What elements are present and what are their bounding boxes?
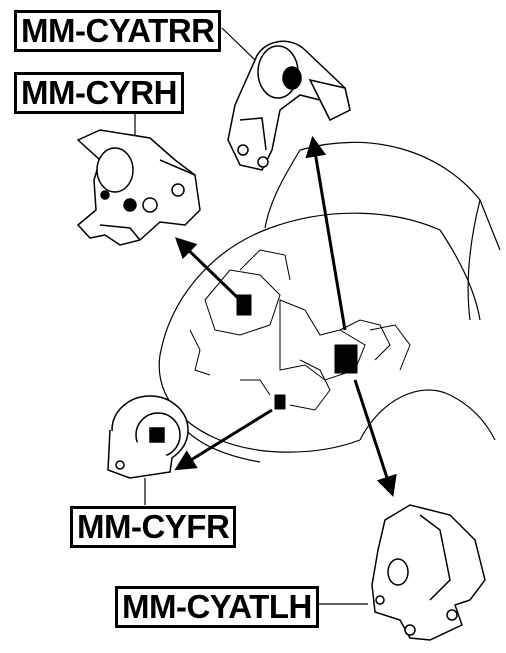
location-arrows — [174, 135, 397, 497]
arrow-to-rear-left-mount — [353, 379, 397, 497]
mount-right-drawing — [76, 129, 201, 246]
arrow-to-rear-right-mount — [305, 135, 347, 331]
engine-bay-components — [189, 249, 411, 411]
part-label-right: MM-CYRH — [14, 72, 184, 114]
mount-rear-right-drawing — [227, 40, 351, 171]
part-label-rear-left: MM-CYATLH — [115, 586, 319, 628]
part-label-front: MM-CYFR — [70, 506, 237, 548]
mount-front-drawing — [107, 395, 189, 479]
part-label-rear-right: MM-CYATRR — [14, 10, 222, 52]
mount-rear-left-drawing — [371, 504, 486, 641]
car-body-outline — [158, 141, 501, 463]
arrow-to-front-mount — [174, 408, 273, 471]
arrow-to-right-mount — [174, 237, 240, 300]
